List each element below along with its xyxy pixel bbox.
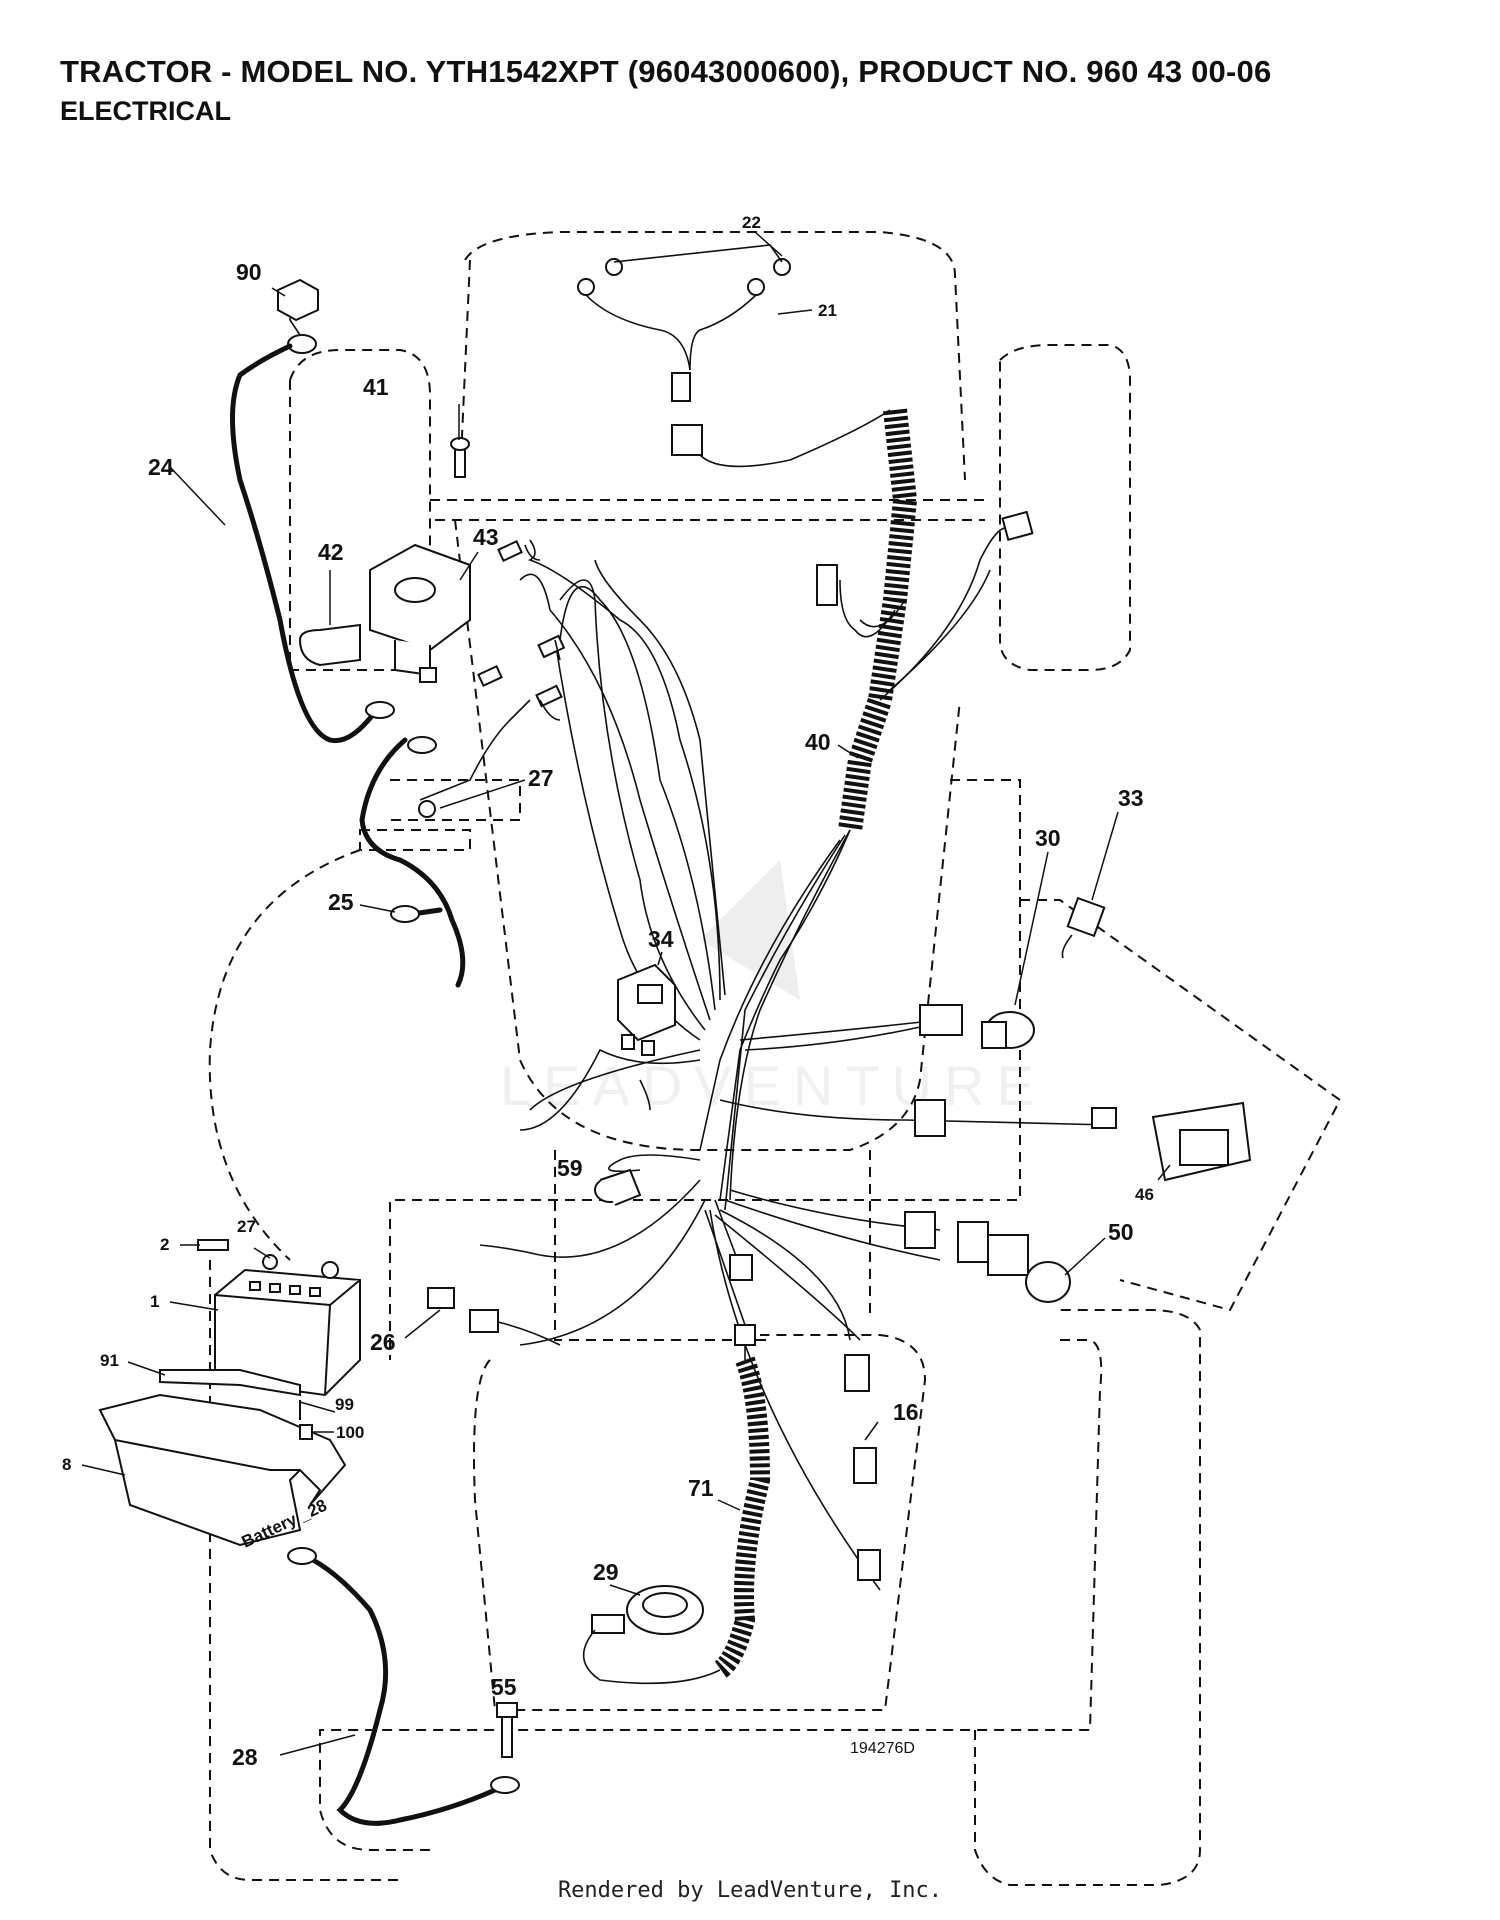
callout-26: 26	[370, 1329, 396, 1355]
interlock-switch	[729, 1254, 881, 1581]
watermark-logo: LEADVENTURE	[500, 860, 1046, 1117]
callout-46: 46	[1135, 1185, 1154, 1204]
ignition-switch	[919, 896, 1106, 1049]
callout-99: 99	[335, 1395, 354, 1414]
callout-8: 8	[62, 1455, 71, 1474]
callout-91: 91	[100, 1351, 119, 1370]
power-outlet	[594, 1168, 642, 1206]
callout-55: 55	[491, 1674, 517, 1700]
callout-50: 50	[1108, 1219, 1134, 1245]
callout-43: 43	[473, 524, 499, 550]
callout-34: 34	[648, 926, 674, 952]
callout-27-terminal: 27	[237, 1217, 256, 1236]
callout-16: 16	[893, 1399, 919, 1425]
callout-2: 2	[160, 1235, 169, 1254]
page-title: TRACTOR - MODEL NO. YTH1542XPT (96043000…	[60, 54, 1272, 89]
callout-90: 90	[236, 259, 262, 285]
callout-71: 71	[688, 1475, 714, 1501]
drawing-number: 194276D	[850, 1740, 915, 1757]
callout-100: 100	[336, 1423, 364, 1442]
callout-41: 41	[363, 374, 389, 400]
ground-bolt	[496, 1702, 518, 1758]
svg-text:LEADVENTURE: LEADVENTURE	[500, 1054, 1046, 1117]
callout-leaders	[81, 231, 1171, 1756]
callout-22: 22	[742, 213, 761, 232]
callout-29: 29	[593, 1559, 619, 1585]
main-harness-conduit	[419, 408, 1111, 1591]
callout-33: 33	[1118, 785, 1144, 811]
lower-harness	[582, 1345, 771, 1685]
callout-27-nut: 27	[528, 765, 554, 791]
tractor-outline	[208, 231, 1342, 1886]
page-subtitle: ELECTRICAL	[60, 96, 231, 126]
callout-59: 59	[557, 1155, 583, 1181]
callout-28: 28	[232, 1744, 258, 1770]
pto-switch	[904, 1211, 1071, 1303]
battery-assembly	[98, 1239, 361, 1547]
harness-connectors	[477, 510, 1034, 721]
footer-credit: Rendered by LeadVenture, Inc.	[557, 1878, 943, 1903]
fuse	[427, 1287, 561, 1346]
callout-1: 1	[150, 1292, 159, 1311]
callout-30: 30	[1035, 825, 1061, 851]
hour-meter	[914, 1099, 1252, 1182]
callout-25: 25	[328, 889, 354, 915]
starter-solenoid	[277, 278, 471, 683]
callout-21: 21	[818, 301, 837, 320]
callout-42: 42	[318, 539, 344, 565]
rocker-switch	[617, 963, 676, 1056]
headlight-harness	[577, 244, 891, 468]
battery-cables	[230, 343, 520, 1826]
callout-40: 40	[805, 729, 831, 755]
callout-24: 24	[148, 454, 174, 480]
